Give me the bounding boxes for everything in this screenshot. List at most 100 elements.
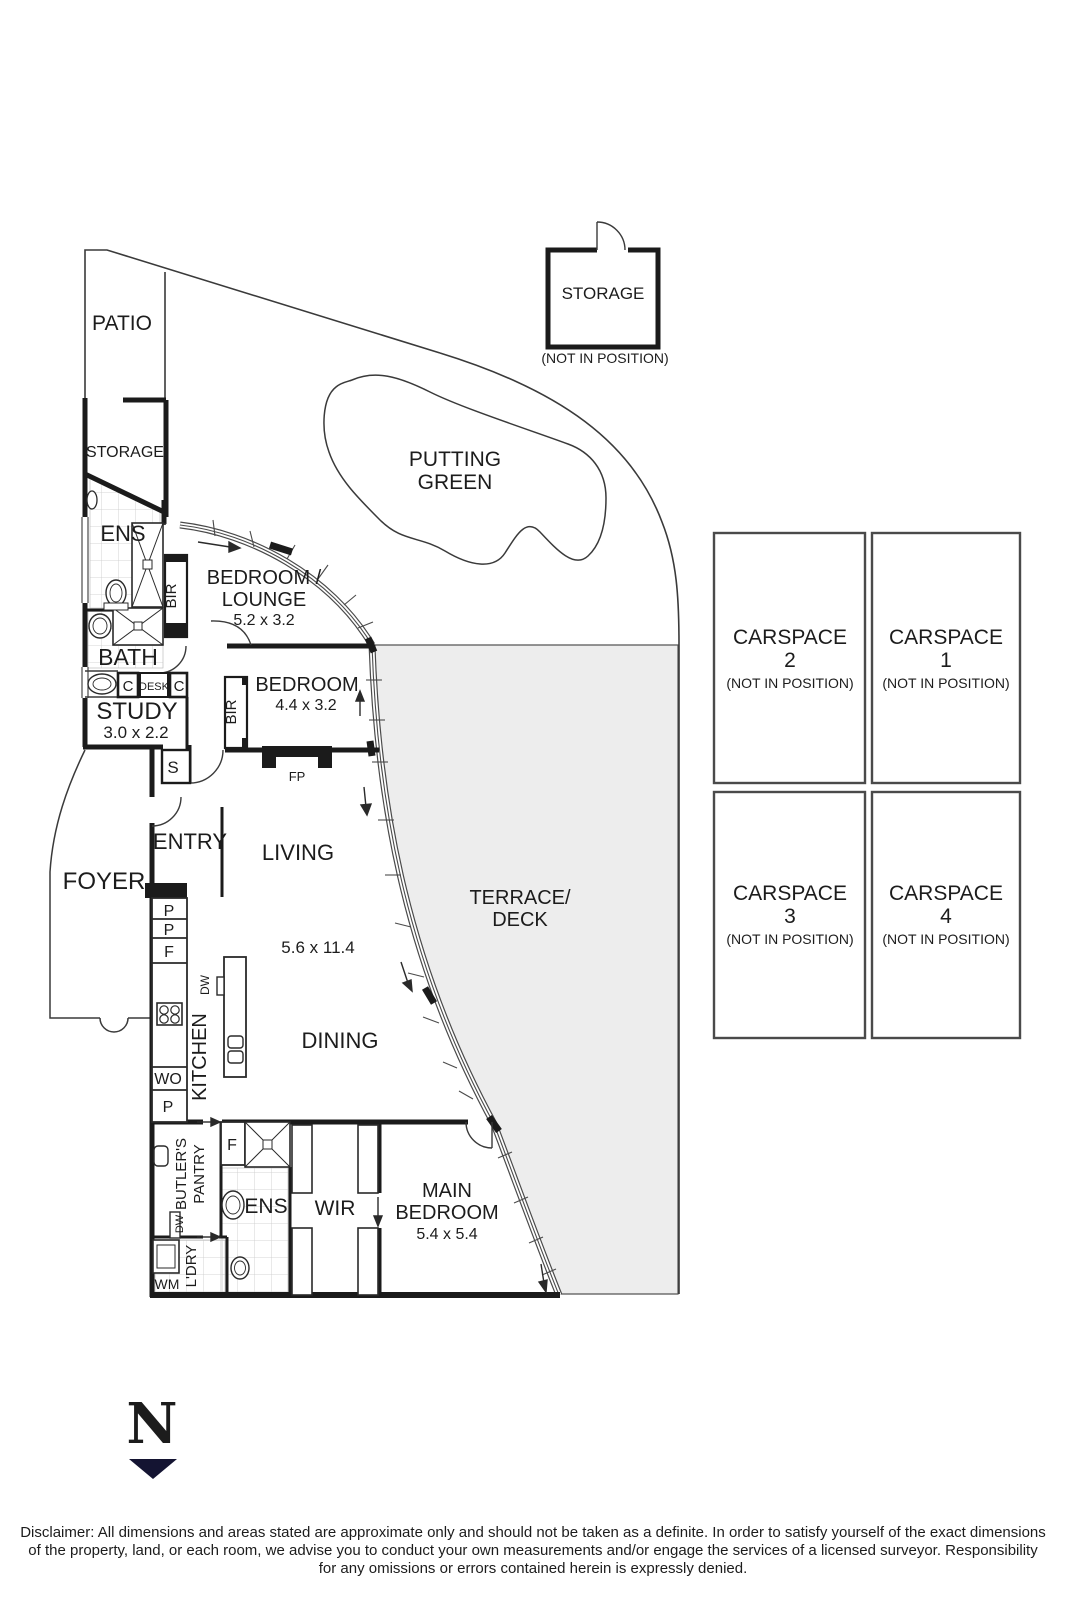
carspace-2-box <box>712 531 867 785</box>
disclaimer-line-1: Disclaimer: All dimensions and areas sta… <box>20 1524 1046 1541</box>
label-wir: WIR <box>315 1197 356 1220</box>
wardrobe-3 <box>291 1227 313 1296</box>
label-bir-bedroom: BIR <box>223 699 240 724</box>
storage-door-arc <box>596 221 626 251</box>
wardrobe-1 <box>291 1124 313 1194</box>
label-fp: FP <box>289 769 306 784</box>
label-study-dims: 3.0 x 2.2 <box>103 723 168 742</box>
north-letter: N <box>126 1391 177 1457</box>
label-storage-unit: STORAGE <box>562 284 645 303</box>
label-study: STUDY <box>96 698 177 725</box>
label-p3: P <box>163 1099 174 1116</box>
label-dining: DINING <box>302 1028 379 1053</box>
rotated-labels: BIR BIR KITCHEN DW BUTLER'S PANTRY DW L'… <box>163 583 240 1287</box>
label-ens-lower: ENS <box>244 1195 287 1218</box>
label-pantry: PANTRY <box>191 1144 208 1203</box>
label-s: S <box>167 758 178 777</box>
label-ens-upper: ENS <box>100 521 145 546</box>
label-p1: P <box>164 903 175 920</box>
bir-bedroom <box>223 675 249 750</box>
linen-closet <box>160 748 192 785</box>
label-bedroom-lounge-1: BEDROOM / <box>207 567 322 589</box>
carspace-3-note: (NOT IN POSITION) <box>726 931 853 947</box>
wardrobe-2 <box>357 1124 379 1194</box>
pantry-sink <box>153 1145 169 1167</box>
kitchen-joinery <box>151 897 247 1123</box>
room-labels: PATIO STORAGE ENS BATH STUDY 3.0 x 2.2 B… <box>63 312 571 1243</box>
label-c2: C <box>174 678 185 695</box>
basin-small <box>86 490 98 510</box>
main-bedroom-door-arc <box>465 1121 493 1149</box>
carspace-1-name: CARSPACE <box>889 626 1003 649</box>
kitchen-wall-pier <box>145 883 187 898</box>
fireplace <box>262 746 332 768</box>
label-bedroom-lounge-dims: 5.2 x 3.2 <box>233 612 294 629</box>
carspace-4-name: CARSPACE <box>889 882 1003 905</box>
label-dw-island: DW <box>198 974 212 995</box>
label-kitchen: KITCHEN <box>189 1013 211 1101</box>
carspace-2-number: 2 <box>784 649 796 672</box>
hall-door-arc <box>189 749 224 784</box>
flow-arrows <box>197 540 548 1294</box>
disclaimer-line-2: of the property, land, or each room, we … <box>28 1542 1038 1559</box>
label-laundry: L'DRY <box>183 1245 200 1288</box>
disclaimer-line-3: for any omissions or errors contained he… <box>319 1560 748 1577</box>
carspace-4-box <box>870 790 1022 1040</box>
label-storage-unit-note: (NOT IN POSITION) <box>541 350 668 366</box>
lower-wing-fixtures <box>152 1121 379 1296</box>
bir-upper <box>163 553 189 639</box>
label-living: LIVING <box>262 840 334 865</box>
annotation-labels: STORAGE (NOT IN POSITION) CARSPACE 2 (NO… <box>541 284 1009 947</box>
storage-unit-box <box>545 221 661 350</box>
carspace-4-note: (NOT IN POSITION) <box>882 931 1009 947</box>
carspace-3-box <box>712 790 867 1040</box>
label-putting-green-2: GREEN <box>418 471 493 494</box>
toilet-1-cistern <box>103 602 129 611</box>
sink-bowl-1 <box>227 1035 244 1049</box>
bedroom-door-arc <box>210 620 252 646</box>
label-wo: WO <box>154 1071 182 1088</box>
label-living-dims: 5.6 x 11.4 <box>281 938 354 957</box>
carspace-2-name: CARSPACE <box>733 626 847 649</box>
carspace-4-number: 4 <box>940 905 952 928</box>
label-c1: C <box>123 678 134 695</box>
label-entry: ENTRY <box>153 829 227 854</box>
label-terrace-2: DECK <box>492 909 548 931</box>
carspace-1-box <box>870 531 1022 785</box>
wardrobe-4 <box>357 1227 379 1296</box>
label-p2: P <box>164 922 175 939</box>
north-indicator: N <box>126 1391 178 1479</box>
label-bedroom-lounge-2: LOUNGE <box>222 589 306 611</box>
north-arrow-icon <box>129 1459 177 1479</box>
label-desk: DESK <box>139 681 170 693</box>
bath-door-arc <box>159 645 187 674</box>
carspace-3-name: CARSPACE <box>733 882 847 905</box>
carspace-3-number: 3 <box>784 905 796 928</box>
foyer-door-arc <box>99 1017 129 1033</box>
carspace-2-note: (NOT IN POSITION) <box>726 675 853 691</box>
label-main-bedroom-1: MAIN <box>422 1180 472 1202</box>
entry-door-arc <box>151 796 182 827</box>
label-foyer: FOYER <box>63 868 146 895</box>
label-butlers: BUTLER'S <box>173 1138 190 1210</box>
foyer-outline <box>49 749 152 1033</box>
terrace-deck-area <box>371 644 679 1295</box>
label-storage: STORAGE <box>86 444 164 461</box>
carspace-1-number: 1 <box>940 649 952 672</box>
curved-window-wall <box>179 519 563 1297</box>
label-dw-pantry: DW <box>174 1214 186 1233</box>
putting-green-outline <box>323 374 607 565</box>
window-mullion-ticks <box>212 519 557 1276</box>
study-desk-row <box>116 671 189 699</box>
label-wm: WM <box>155 1276 180 1292</box>
ens-bath-fixtures <box>86 490 164 695</box>
label-terrace-1: TERRACE/ <box>469 887 571 909</box>
pantry-dishwasher <box>169 1211 181 1239</box>
label-bedroom: BEDROOM <box>255 674 358 696</box>
label-main-bedroom-2: BEDROOM <box>395 1202 498 1224</box>
label-putting-green-1: PUTTING <box>409 448 501 471</box>
label-main-bedroom-dims: 5.4 x 5.4 <box>416 1226 477 1243</box>
label-patio: PATIO <box>92 312 152 335</box>
